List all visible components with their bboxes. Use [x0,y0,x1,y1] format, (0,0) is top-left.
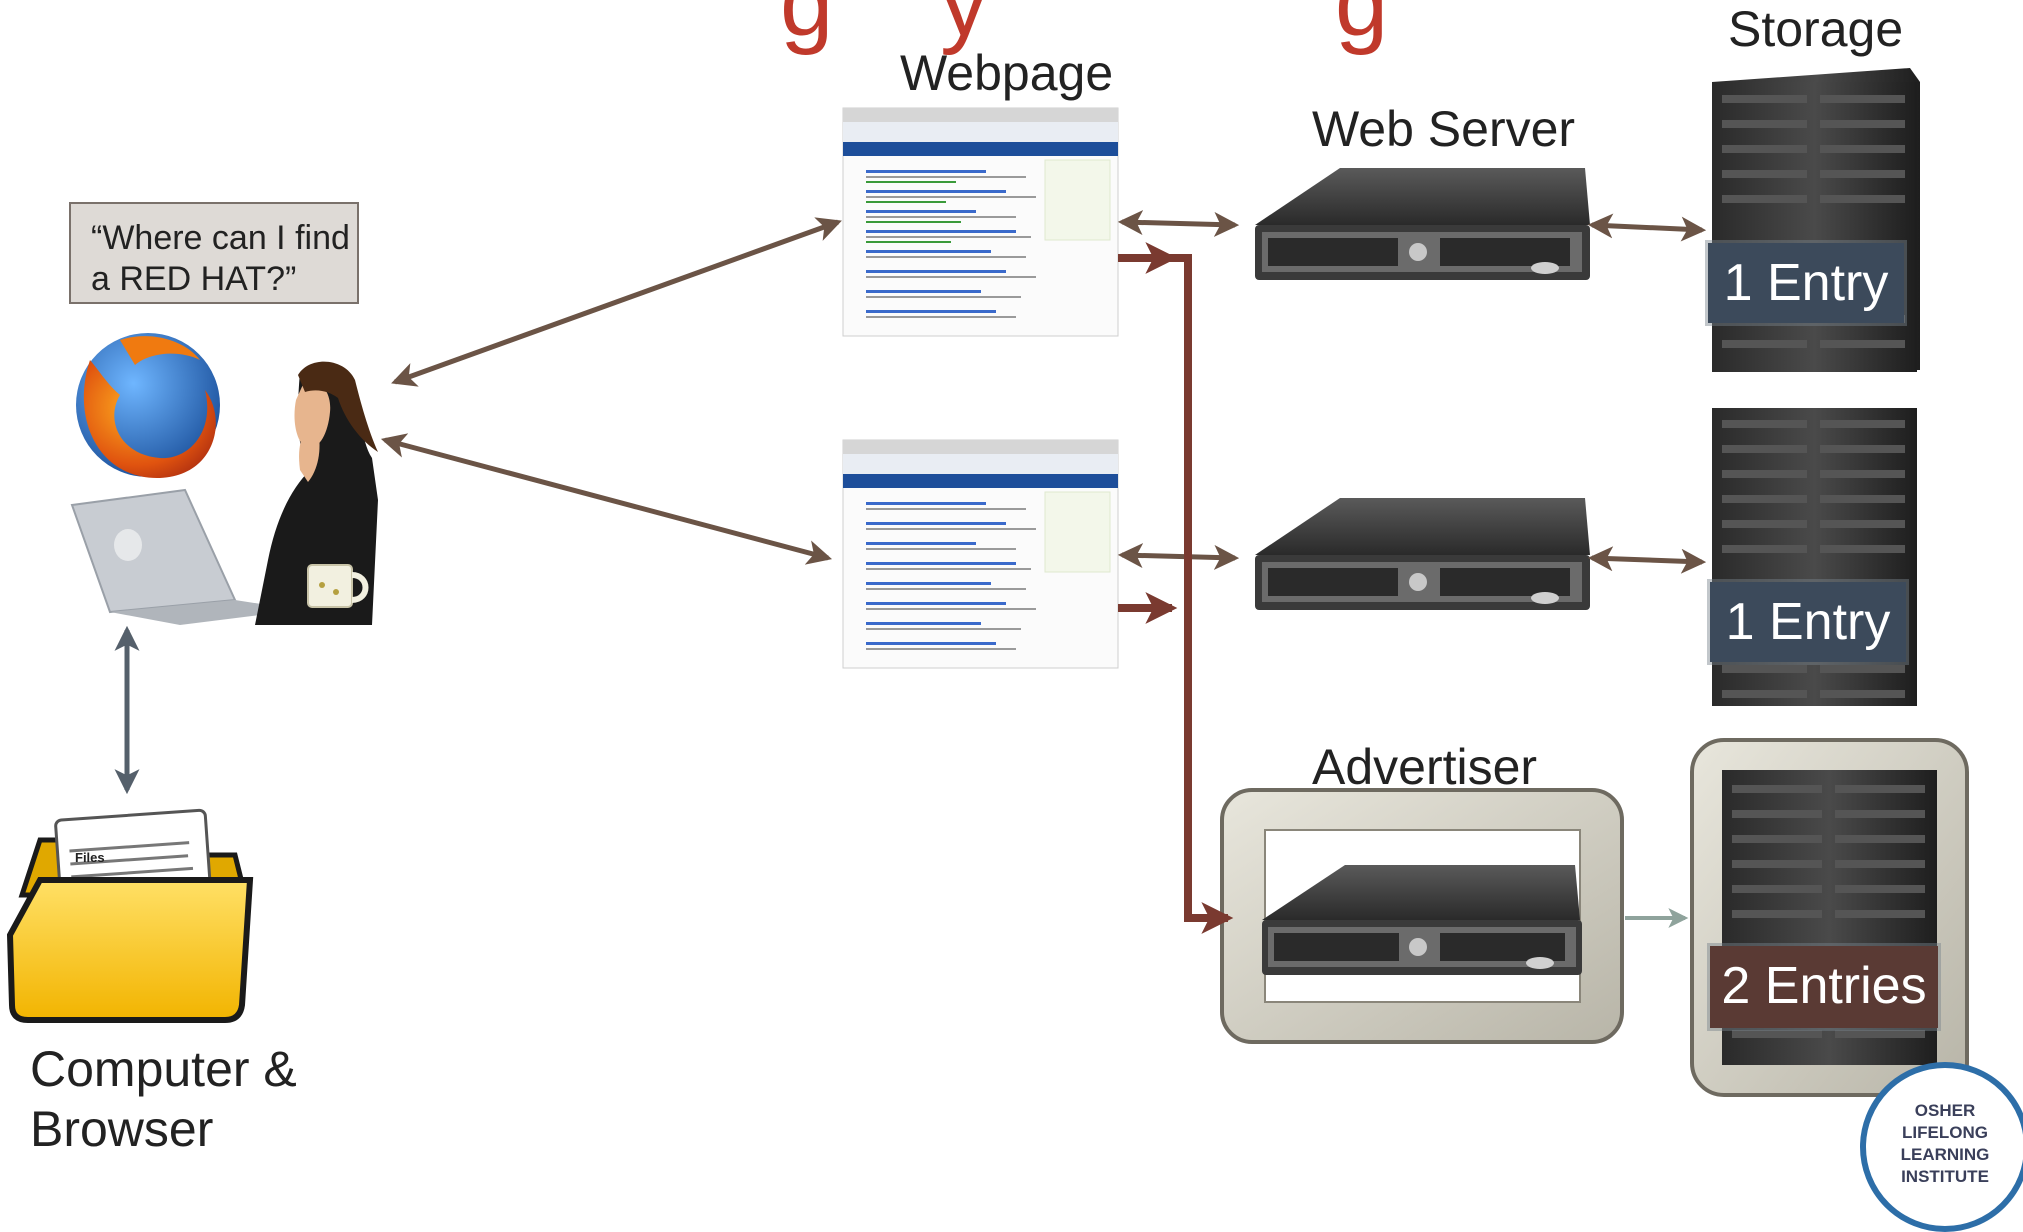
question-line-1: “Where can I find [91,219,350,257]
webpage-screenshot-bottom [842,439,1119,669]
files-label: Files [75,850,105,865]
arrow-user-webpage-bottom [380,433,833,565]
web-server-middle [1255,498,1590,610]
arrow-webpage-server-middle [1117,543,1240,570]
arrows-brown [380,210,1707,574]
person-thinking-icon [255,361,378,625]
arrows-tracking [1118,242,1234,934]
entry-badge-top: 1 Entry [1708,243,1904,323]
webpage-label: Webpage [900,45,1114,101]
storage-rack-top [1712,68,1920,372]
logo-line-4: INSTITUTE [1901,1167,1989,1186]
logo-line-3: LEARNING [1900,1145,1990,1164]
logo-line-1: OSHER [1914,1101,1976,1120]
arrow-server-storage-top [1587,213,1707,242]
logo-line-2: LIFELONG [1902,1123,1988,1142]
web-server-top [1255,168,1590,280]
arrow-server-storage-middle [1587,546,1707,574]
advertiser-label: Advertiser [1312,739,1538,795]
arrow-user-webpage-top [391,217,842,387]
arrow-webpage-server-top [1117,210,1240,237]
user-at-laptop-illustration [70,315,380,625]
advertiser-server-frame [1220,788,1624,1044]
webpage-screenshot-top [842,107,1119,337]
computer-browser-label-line-1: Computer & [30,1041,297,1097]
osher-institute-logo-text: OSHER LIFELONG LEARNING INSTITUTE [1880,1100,2010,1188]
slide-title-fragment: g y g [780,0,1389,56]
web-server-label: Web Server [1312,101,1576,157]
storage-rack-advertiser [1690,738,1969,1097]
question-line-2: a RED HAT?” [91,260,297,298]
files-folder-icon [6,808,254,1023]
entry-badge-advertiser: 2 Entries [1710,946,1938,1028]
mug-icon [307,564,369,608]
firefox-icon [76,333,220,479]
user-question-callout: “Where can I find a RED HAT?” [69,202,359,304]
arrow-to-advertiser [1145,254,1234,934]
entry-badge-middle: 1 Entry [1710,582,1906,662]
computer-browser-label-line-2: Browser [30,1101,214,1157]
laptop-icon [70,488,300,625]
storage-label: Storage [1728,1,1904,57]
